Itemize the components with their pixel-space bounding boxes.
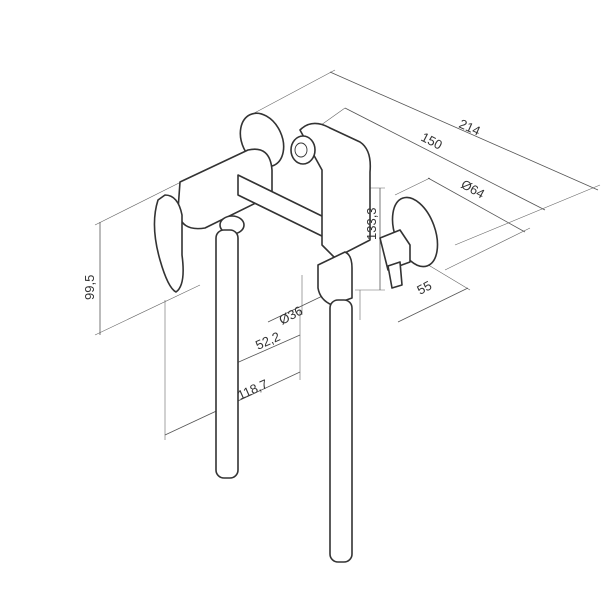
dimension-214: 214 (457, 116, 483, 139)
faucet-illustration (153, 112, 439, 563)
dimension-133-3: 133,3 (364, 207, 379, 240)
dimension-118-7: 118,7 (235, 376, 270, 403)
dimension-55: 55 (414, 278, 434, 298)
dimension-99-5: 99,5 (82, 275, 97, 300)
dimension-150: 150 (419, 129, 445, 152)
